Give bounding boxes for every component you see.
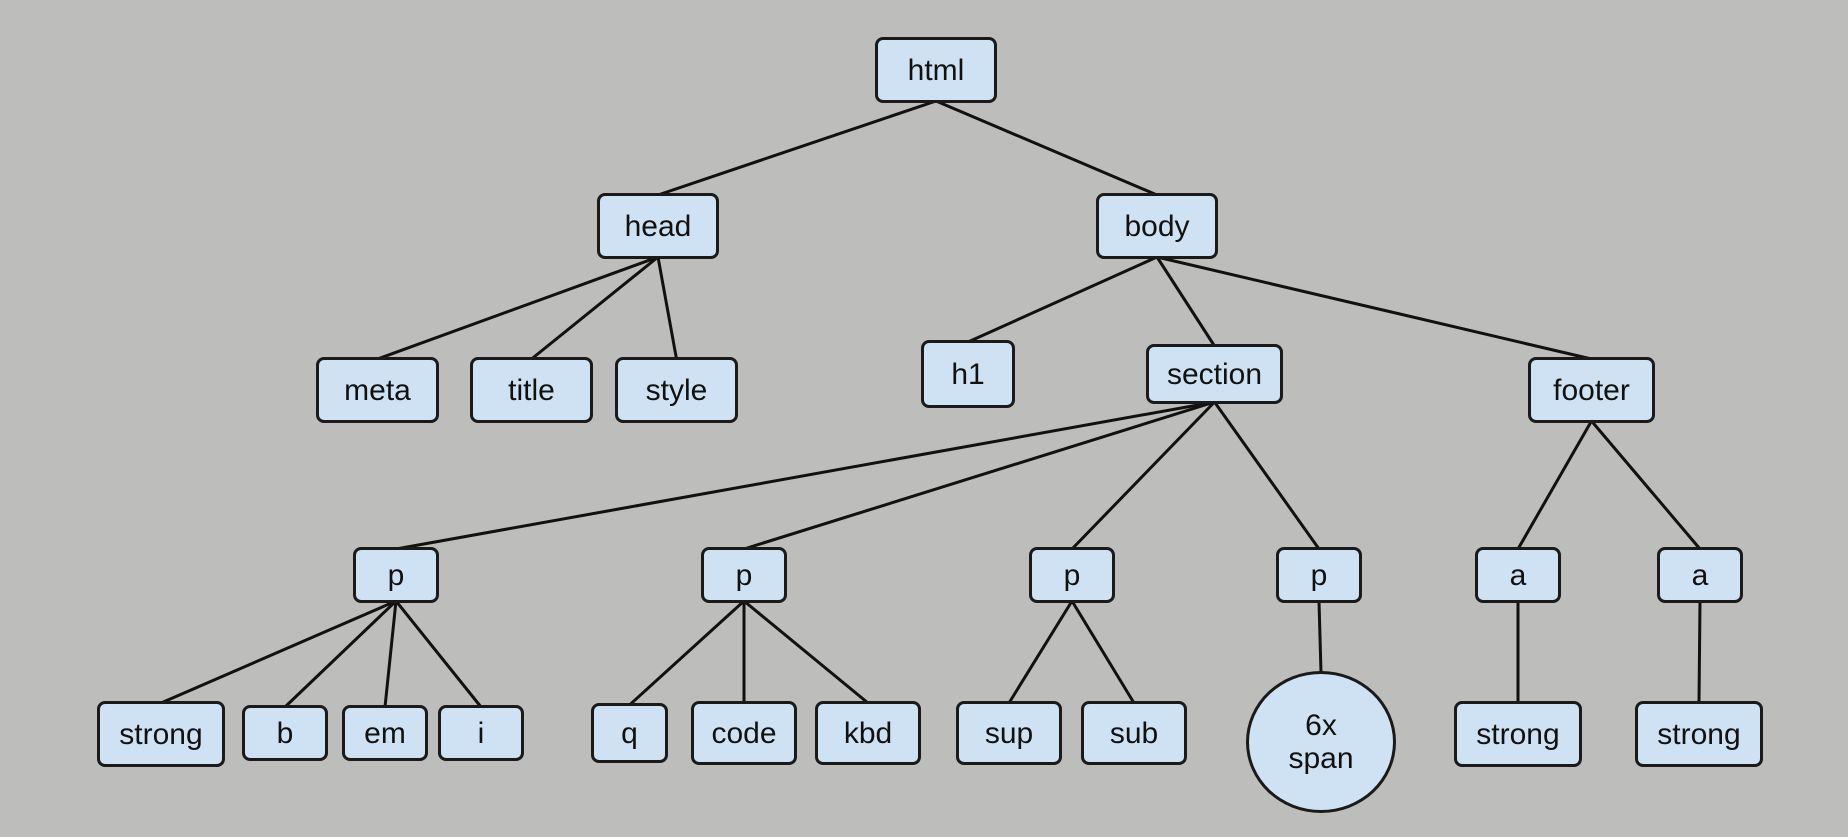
node-head-label: head [624, 209, 692, 243]
node-h1: h1 [921, 340, 1015, 408]
edge-head-meta [376, 255, 660, 361]
node-em-label: em [364, 716, 406, 750]
edge-p2-q [628, 599, 746, 707]
node-b: b [242, 705, 328, 761]
node-strong-1-label: strong [119, 717, 203, 751]
node-h1-label: h1 [951, 357, 985, 391]
node-span-label: 6x span [1288, 709, 1354, 775]
edge-body-h1 [966, 255, 1159, 344]
node-b-label: b [276, 716, 294, 750]
edge-p1-strong1 [159, 599, 398, 705]
node-meta: meta [316, 357, 439, 423]
node-strong-2: strong [1454, 701, 1582, 767]
node-i: i [438, 705, 524, 761]
node-html: html [875, 37, 997, 103]
node-kbd-label: kbd [843, 716, 893, 750]
node-p-3: p [1029, 547, 1115, 603]
node-html-label: html [907, 53, 965, 87]
node-sub: sub [1081, 701, 1187, 765]
node-i-label: i [477, 716, 485, 750]
node-meta-label: meta [344, 373, 411, 407]
node-p-1-label: p [387, 558, 405, 592]
node-kbd: kbd [815, 701, 921, 765]
edge-p1-b [283, 599, 398, 709]
node-strong-3: strong [1635, 701, 1763, 767]
node-section: section [1146, 344, 1283, 404]
node-span: 6x span [1246, 671, 1396, 813]
edge-section-p3 [1070, 400, 1216, 551]
node-a-2-label: a [1691, 558, 1709, 592]
node-a-1: a [1475, 547, 1561, 603]
node-q-label: q [621, 716, 638, 750]
node-p-3-label: p [1063, 558, 1081, 592]
node-p-4-label: p [1310, 558, 1328, 592]
node-q: q [591, 703, 668, 763]
edge-section-p1 [394, 400, 1216, 551]
edge-p3-sup [1007, 599, 1074, 705]
node-strong-1: strong [97, 701, 225, 767]
node-footer: footer [1528, 357, 1655, 423]
node-sup: sup [956, 701, 1062, 765]
node-style: style [615, 357, 738, 423]
edge-p4-span [1317, 599, 1323, 675]
edge-head-style [656, 255, 678, 361]
node-body: body [1096, 193, 1218, 259]
node-p-4: p [1276, 547, 1362, 603]
node-section-label: section [1166, 357, 1263, 391]
edge-p2-kbd [742, 599, 870, 705]
edge-p1-i [394, 599, 483, 709]
node-title-label: title [508, 373, 555, 407]
edge-a2-strong3 [1697, 599, 1702, 705]
node-head: head [597, 193, 719, 259]
edge-p3-sub [1070, 599, 1136, 705]
node-em: em [342, 705, 428, 761]
node-strong-3-label: strong [1657, 717, 1741, 751]
node-a-2: a [1657, 547, 1743, 603]
edge-footer-a2 [1590, 419, 1702, 551]
node-p-1: p [353, 547, 439, 603]
node-code-label: code [711, 716, 777, 750]
node-footer-label: footer [1553, 373, 1630, 407]
edge-p1-em [383, 599, 398, 709]
node-title: title [470, 357, 593, 423]
node-sub-label: sub [1109, 716, 1159, 750]
edge-head-title [530, 255, 660, 361]
node-body-label: body [1124, 209, 1190, 243]
edge-body-section [1155, 255, 1216, 348]
node-p-2: p [701, 547, 787, 603]
edge-footer-a1 [1516, 419, 1593, 551]
edge-section-p2 [742, 400, 1216, 551]
node-p-2-label: p [735, 558, 753, 592]
node-a-1-label: a [1509, 558, 1527, 592]
node-strong-2-label: strong [1476, 717, 1560, 751]
node-style-label: style [645, 373, 708, 407]
node-sup-label: sup [984, 716, 1034, 750]
edge-section-p4 [1213, 400, 1321, 551]
node-code: code [691, 701, 797, 765]
edge-html-body [934, 99, 1159, 197]
edge-body-footer [1155, 255, 1593, 361]
edge-html-head [656, 99, 938, 197]
